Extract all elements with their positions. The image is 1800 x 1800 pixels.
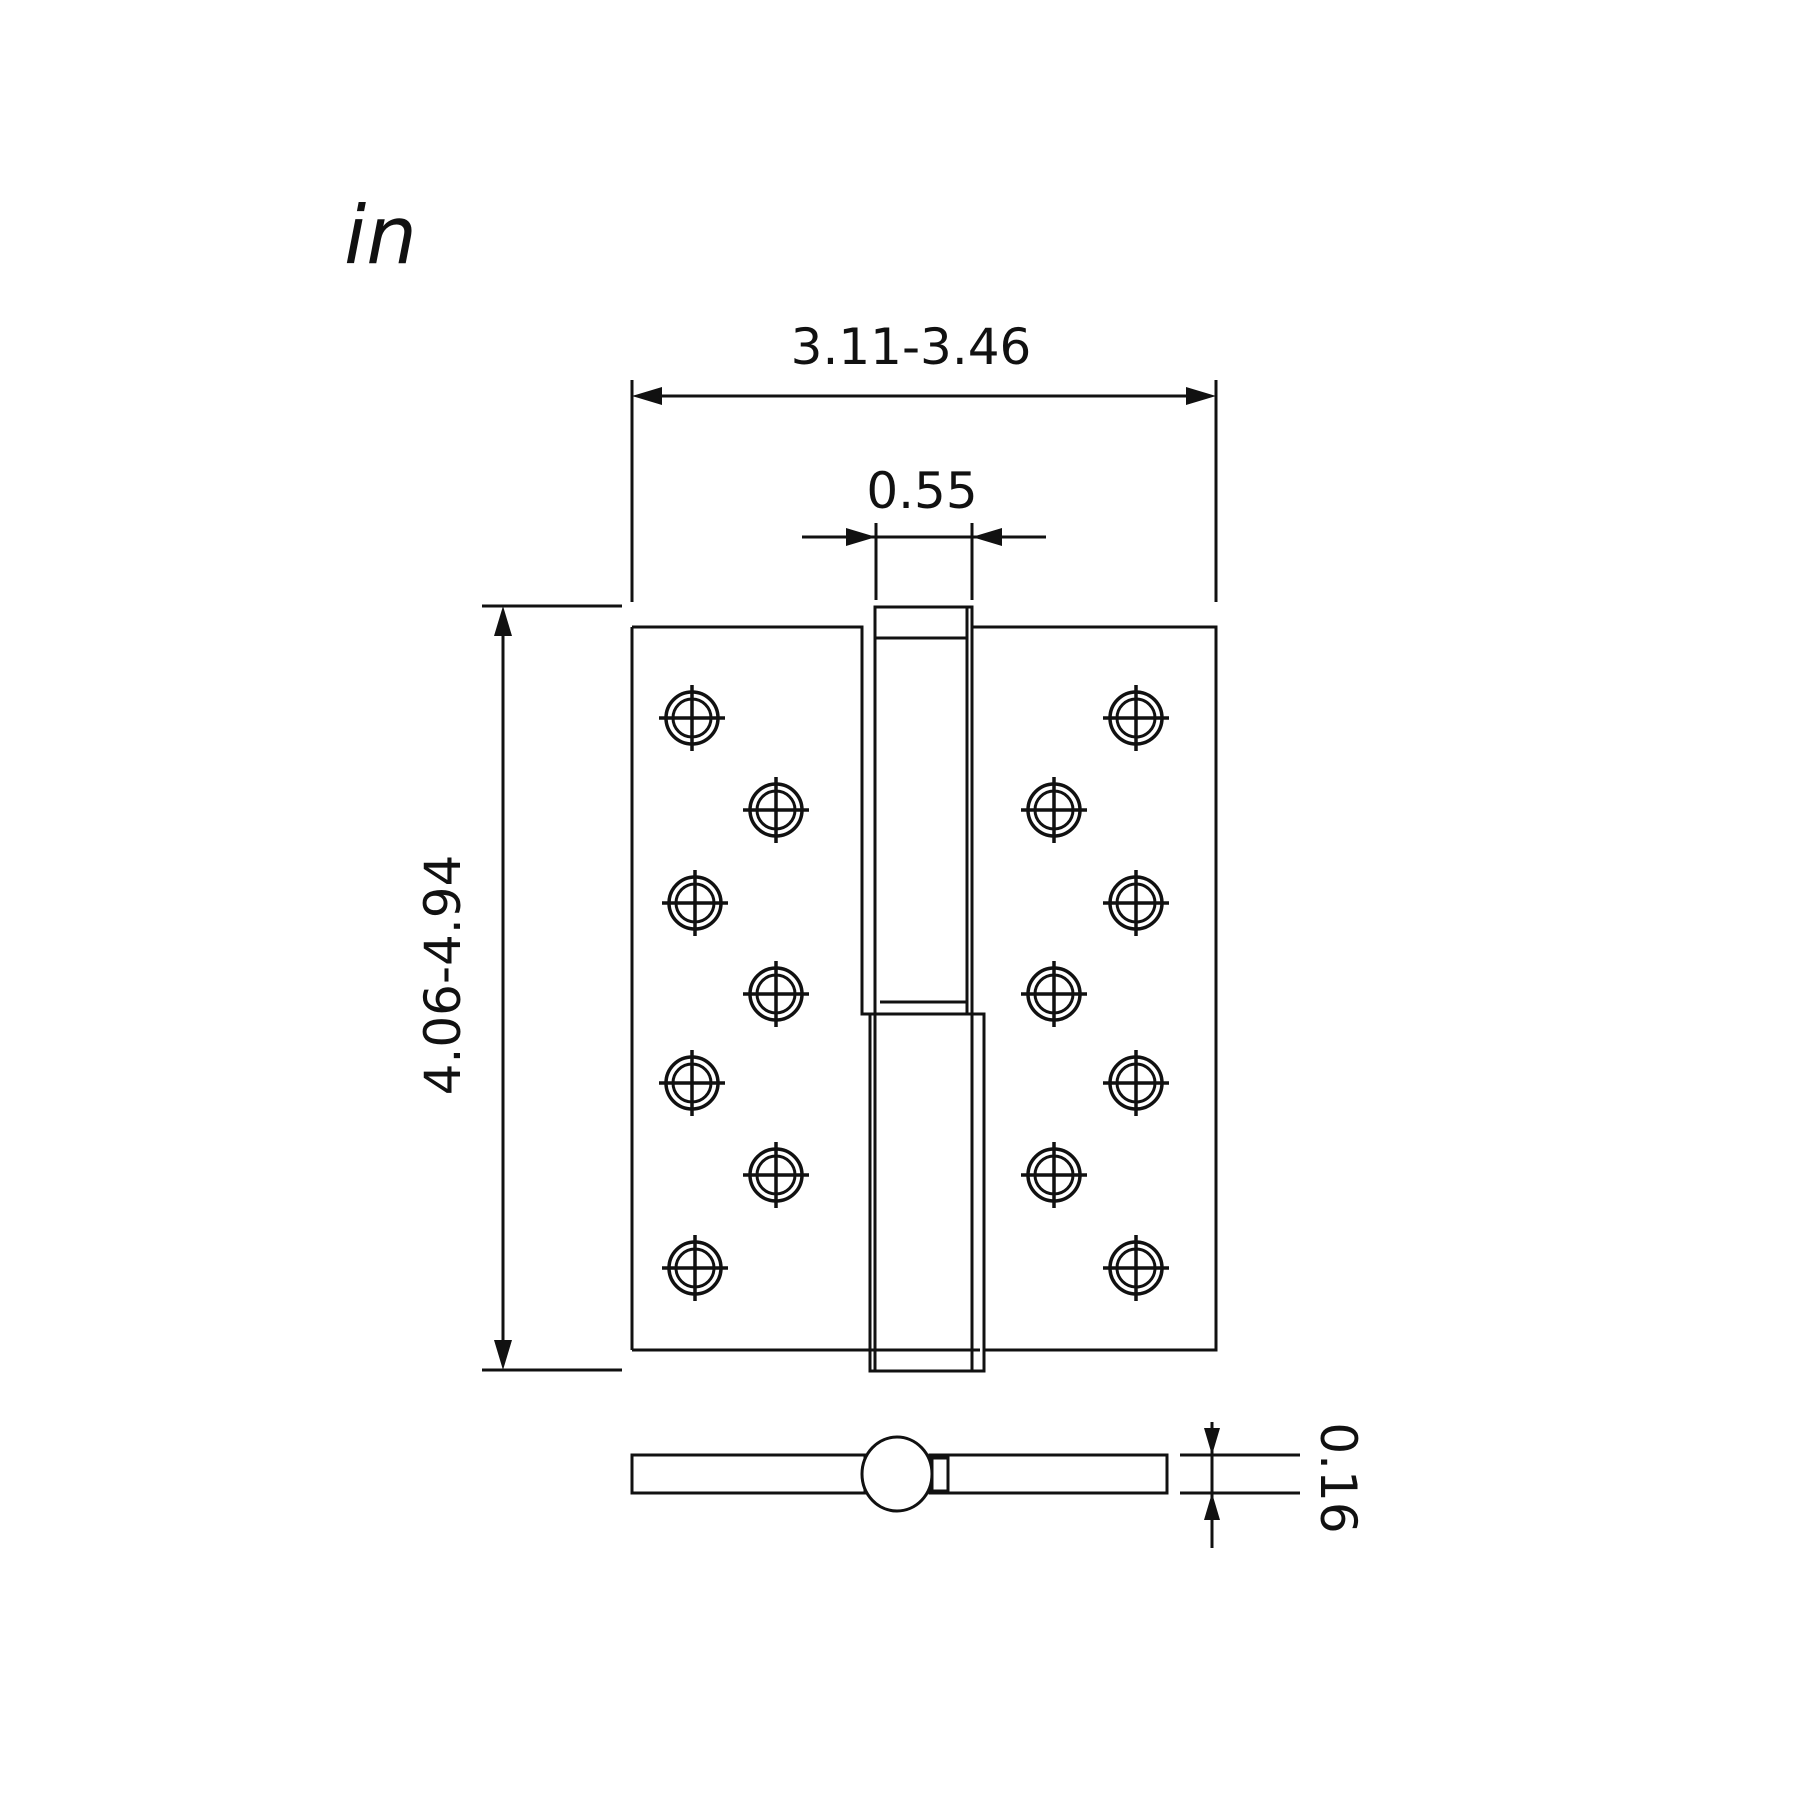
- screw-hole-icon: [741, 1140, 811, 1210]
- screw-hole-icon: [1101, 1048, 1171, 1118]
- profile-view: [630, 1435, 1169, 1513]
- upper-knuckle: [873, 605, 974, 1016]
- screw-hole-icon: [741, 775, 811, 845]
- screw-hole-icon: [1019, 1140, 1089, 1210]
- lower-knuckle: [868, 1012, 986, 1373]
- left-leaf: [630, 625, 870, 1352]
- screw-hole-icon: [741, 959, 811, 1029]
- screw-hole-icon: [657, 683, 727, 753]
- left-leaf-screw-holes: [657, 683, 811, 1303]
- overall-width-label: 3.11-3.46: [790, 318, 1032, 376]
- overall-height-dimension: [482, 604, 622, 1372]
- unit-label: in: [344, 189, 417, 282]
- screw-hole-icon: [660, 868, 730, 938]
- overall-width-dimension: [630, 380, 1218, 602]
- leaf-thickness-dimension: [1180, 1422, 1300, 1548]
- screw-hole-icon: [1019, 775, 1089, 845]
- screw-hole-icon: [1101, 1233, 1171, 1303]
- right-leaf: [972, 625, 1218, 1352]
- right-leaf-screw-holes: [1019, 683, 1171, 1303]
- screw-hole-icon: [1101, 868, 1171, 938]
- screw-hole-icon: [1019, 959, 1089, 1029]
- screw-hole-icon: [1101, 683, 1171, 753]
- screw-hole-icon: [660, 1233, 730, 1303]
- screw-hole-icon: [657, 1048, 727, 1118]
- knuckle-width-dimension: [802, 523, 1046, 600]
- knuckle-width-label: 0.55: [866, 462, 978, 520]
